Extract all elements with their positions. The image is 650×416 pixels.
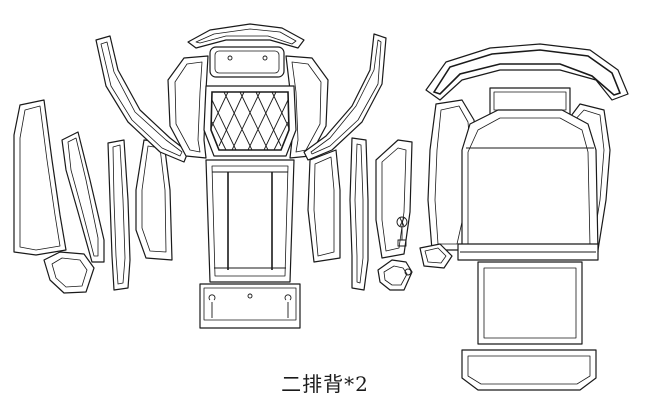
- caption-text: 二排背*2: [281, 372, 369, 396]
- left-bottom-corner-piece: [43, 251, 95, 294]
- center-headrest-panel: [209, 46, 285, 78]
- left-long-strip: [107, 139, 131, 291]
- right-bottom-corner-piece: [377, 259, 413, 291]
- right-wedge-panel: [307, 149, 341, 263]
- left-outer-side-panel: [13, 99, 67, 256]
- seat-cushion: [477, 261, 583, 345]
- seat-back-center: [461, 109, 599, 253]
- seat-bottom-base: [461, 349, 597, 391]
- right-side-strip: [375, 139, 413, 259]
- center-top-cap: [187, 23, 305, 49]
- right-upper-arm-strip: [303, 33, 387, 161]
- center-bottom-flap: [199, 283, 301, 329]
- seat-left-curl: [419, 243, 453, 269]
- center-back-panel: [205, 159, 295, 283]
- left-side-strip: [61, 131, 105, 263]
- seat-top-arch: [425, 43, 629, 101]
- right-long-strip: [349, 137, 369, 291]
- diagram-caption: 二排背*2: [0, 368, 650, 397]
- seat-lower-strap: [457, 243, 599, 261]
- center-left-bolster: [167, 55, 209, 159]
- center-diamond-quilt-panel: [203, 85, 297, 157]
- left-wedge-panel: [135, 139, 173, 261]
